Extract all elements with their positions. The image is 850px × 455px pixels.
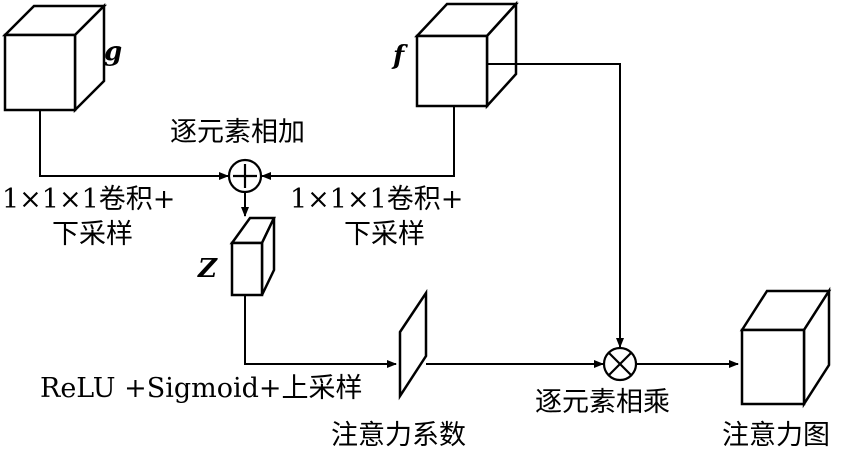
right-branch-op-line1: 1×1×1卷积+: [290, 184, 463, 215]
z-label: Z: [197, 254, 218, 284]
attention-coefficient-panel: [398, 288, 428, 401]
add-node: [227, 158, 263, 194]
attention-map-cube: [739, 286, 832, 409]
activation-label: ReLU +Sigmoid+上采样: [40, 373, 363, 404]
z-cube: [229, 216, 276, 297]
multiply-node: [602, 346, 638, 382]
g-input-cube: [1, 2, 108, 114]
attention-coefficient-label: 注意力系数: [331, 420, 466, 451]
g-to-add-arrow: [39, 110, 229, 180]
f-to-add-arrow: [261, 106, 455, 180]
left-branch-op-line1: 1×1×1卷积+: [2, 184, 175, 215]
multiply-node-label: 逐元素相乘: [535, 387, 670, 418]
attention-map-label: 注意力图: [722, 420, 830, 451]
add-node-label: 逐元素相加: [170, 117, 305, 148]
g-label: g: [104, 37, 122, 67]
left-branch-op-line2: 下采样: [52, 219, 133, 250]
right-branch-op-line2: 下采样: [344, 219, 425, 250]
f-to-multiply-arrow: [487, 63, 624, 348]
z-to-coefficient-arrow: [244, 295, 397, 368]
f-label: f: [391, 41, 408, 71]
f-input-cube: [414, 0, 519, 110]
